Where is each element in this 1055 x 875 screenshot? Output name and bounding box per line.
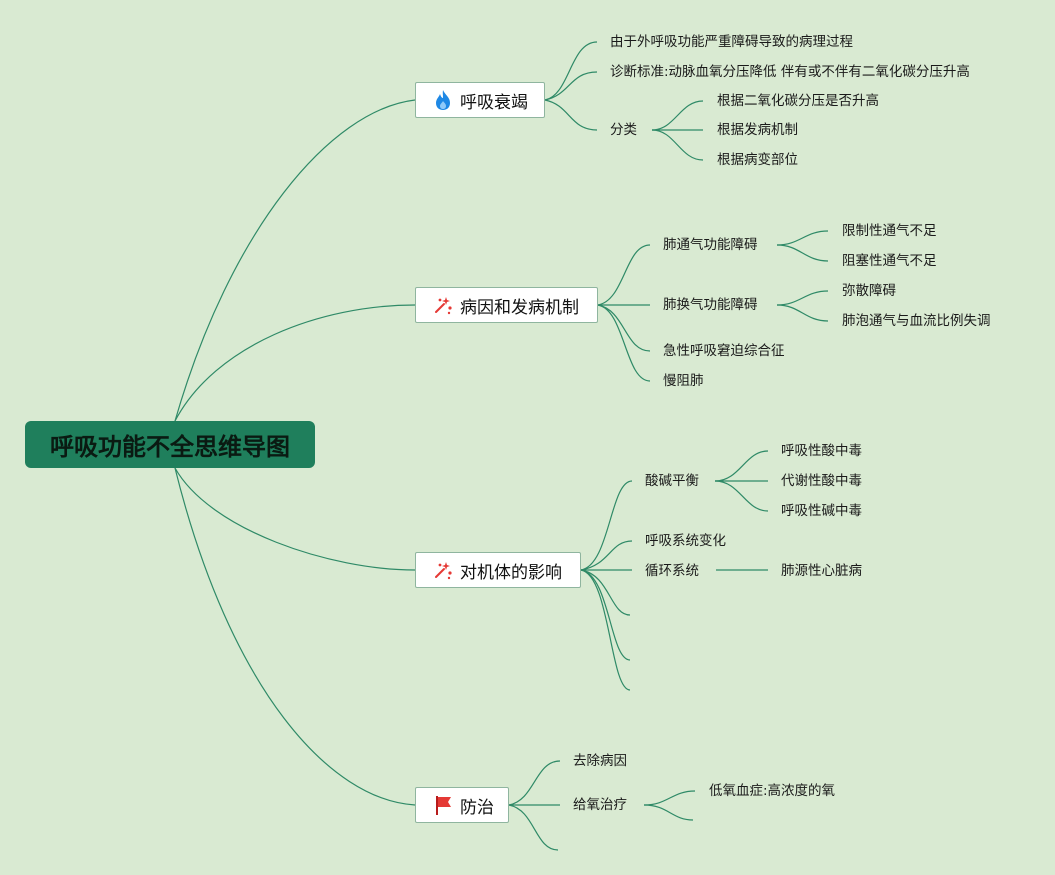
leaf-resp-alkalosis[interactable]: 呼吸性碱中毒 (781, 503, 862, 519)
leaf-respiratory-changes[interactable]: 呼吸系统变化 (645, 533, 726, 549)
branch-label: 对机体的影响 (460, 562, 562, 583)
branch-effects[interactable]: 对机体的影响 (415, 552, 581, 588)
branch-label: 防治 (460, 797, 494, 818)
leaf-metabolic-acidosis[interactable]: 代谢性酸中毒 (781, 473, 862, 489)
leaf-diffusion[interactable]: 弥散障碍 (842, 283, 896, 299)
connector-root-b1 (174, 99, 416, 422)
leaf-ventilation-disorder[interactable]: 肺通气功能障碍 (663, 237, 758, 253)
leaf-circulatory[interactable]: 循环系统 (645, 563, 699, 579)
leaf-oxygen-therapy[interactable]: 给氧治疗 (573, 797, 627, 813)
leaf-hypoxemia-oxygen[interactable]: 低氧血症:高浓度的氧 (709, 783, 836, 799)
leaf-ards[interactable]: 急性呼吸窘迫综合征 (663, 343, 785, 359)
connector-b3-ab-1 (714, 450, 769, 482)
connector-b1-c2 (544, 71, 598, 101)
connector-b2-exch-1 (776, 290, 829, 306)
leaf-obstructive[interactable]: 阻塞性通气不足 (842, 253, 937, 269)
leaf-acid-base[interactable]: 酸碱平衡 (645, 473, 699, 489)
flag-icon (432, 794, 454, 816)
connector-b3-c6 (580, 569, 631, 691)
leaf-va-q-mismatch[interactable]: 肺泡通气与血流比例失调 (842, 313, 991, 329)
connector-b2-c4 (597, 304, 651, 382)
flame-icon (432, 89, 454, 111)
branch-label: 病因和发病机制 (460, 297, 579, 318)
leaf-resp-acidosis[interactable]: 呼吸性酸中毒 (781, 443, 862, 459)
root-topic[interactable]: 呼吸功能不全思维导图 (25, 421, 315, 468)
connector-b3-ab-3 (714, 480, 769, 512)
leaf-cor-pulmonale[interactable]: 肺源性心脏病 (781, 563, 862, 579)
connector-b4-oxy-2 (643, 804, 694, 821)
connector-b4-c3 (508, 804, 559, 851)
connector-b3-c1 (580, 480, 633, 571)
connector-b2-c3 (597, 304, 651, 352)
branch-treatment[interactable]: 防治 (415, 787, 509, 823)
leaf-class-site[interactable]: 根据病变部位 (717, 152, 798, 168)
leaf-diagnostic-criteria[interactable]: 诊断标准:动脉血氧分压降低 伴有或不伴有二氧化碳分压升高 (610, 64, 970, 80)
connector-b1-c1 (544, 41, 598, 101)
connector-b2-exch-2 (776, 304, 829, 322)
connector-b2-vent-2 (776, 244, 829, 262)
connector-b4-oxy-1 (643, 790, 696, 806)
connector-b2-c1 (597, 244, 651, 306)
branch-respiratory-failure[interactable]: 呼吸衰竭 (415, 82, 545, 118)
connector-root-b4 (174, 467, 416, 806)
connector-root-b3 (174, 467, 416, 571)
sparkle-icon (432, 294, 454, 316)
leaf-restrictive[interactable]: 限制性通气不足 (842, 223, 937, 239)
connector-b3-c2 (580, 540, 633, 571)
connector-root-b2 (174, 304, 416, 422)
leaf-copd[interactable]: 慢阻肺 (663, 373, 704, 389)
leaf-class-co2[interactable]: 根据二氧化碳分压是否升高 (717, 93, 879, 109)
connector-b1-class-3 (651, 129, 704, 161)
leaf-classification[interactable]: 分类 (610, 122, 637, 138)
connector-b1-class-1 (651, 100, 704, 131)
leaf-remove-cause[interactable]: 去除病因 (573, 753, 627, 769)
connector-b3-c4 (580, 569, 631, 616)
connector-b4-c1 (508, 760, 561, 806)
sparkle-icon (432, 559, 454, 581)
leaf-definition[interactable]: 由于外呼吸功能严重障碍导致的病理过程 (610, 34, 853, 50)
connector-b2-vent-1 (776, 230, 829, 246)
leaf-exchange-disorder[interactable]: 肺换气功能障碍 (663, 297, 758, 313)
connector-b1-c3 (544, 99, 598, 131)
branch-etiology[interactable]: 病因和发病机制 (415, 287, 598, 323)
leaf-class-mechanism[interactable]: 根据发病机制 (717, 122, 798, 138)
branch-label: 呼吸衰竭 (460, 92, 528, 113)
